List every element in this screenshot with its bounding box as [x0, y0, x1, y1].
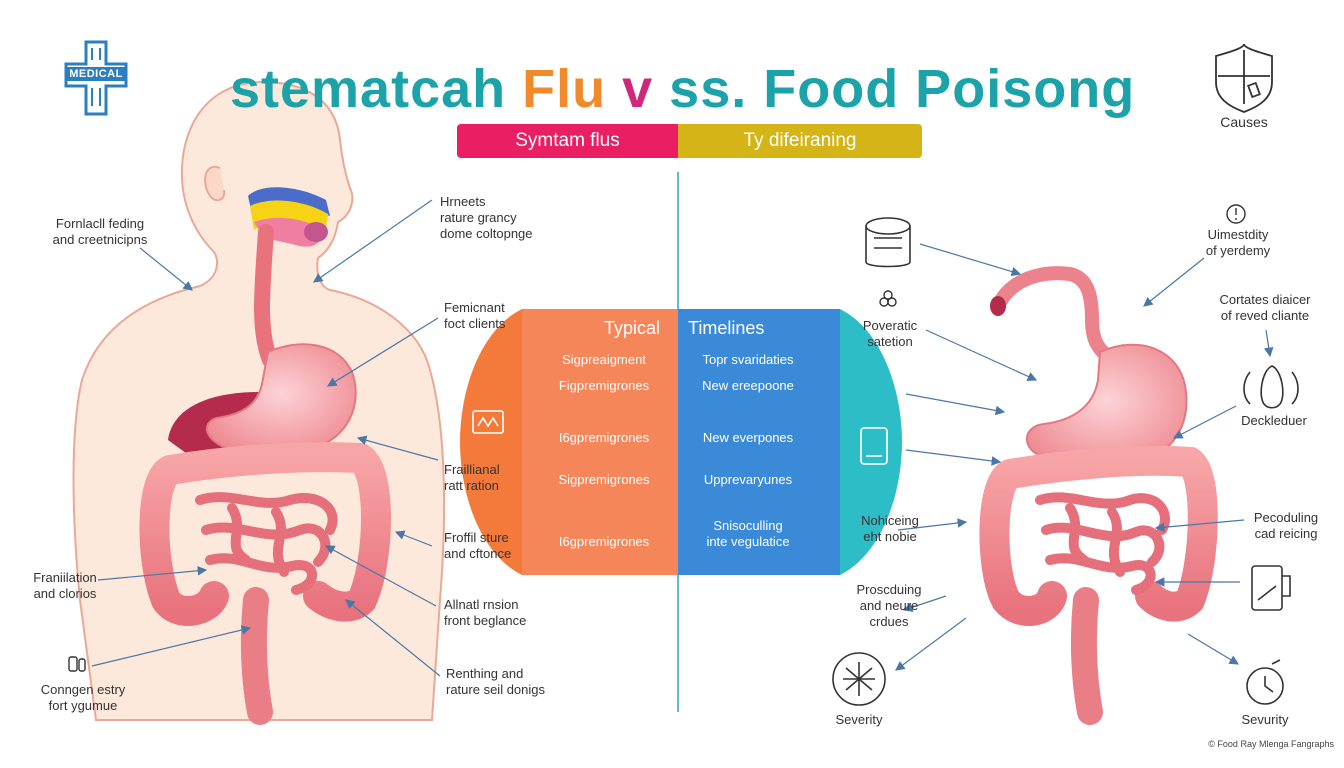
medical-cross-icon: [64, 40, 128, 116]
left-label-5: Froffil sture and cftonce: [444, 530, 512, 561]
esophagus-right: [991, 266, 1119, 367]
title-part-2: Flu: [522, 59, 607, 119]
panel-right-cap: [840, 309, 902, 575]
throat-tip-right: [990, 296, 1006, 316]
typical-cell-2: Figpremigrones: [558, 378, 650, 393]
typical-cell-1: Sigpreaigment: [562, 352, 646, 367]
shield-icon: [1215, 43, 1273, 113]
timeline-cell-1: Topr svaridaties: [702, 352, 794, 367]
monitor-icon: [472, 410, 504, 434]
panel-typical: [522, 309, 678, 575]
title-part-4: ss. Food Poisong: [669, 59, 1136, 119]
large-intestine-right: [979, 445, 1218, 626]
throat-layers: [248, 187, 330, 247]
panel-left-cap: [460, 309, 522, 575]
right-label-4: Deckleduer: [1241, 413, 1307, 428]
causes-label: Causes: [1220, 114, 1268, 130]
timeline-cell-3: New everpones: [702, 430, 794, 445]
right-label-1: Uimestdity of yerdemy: [1205, 227, 1271, 258]
rectum-right: [1070, 587, 1103, 725]
rectum-left: [240, 587, 273, 725]
small-intestine-right: [1035, 492, 1170, 595]
panel-header-timelines: Timelines: [688, 318, 765, 338]
cluster-icon: [879, 290, 897, 307]
germ-icon: [832, 652, 886, 706]
tab-symptoms[interactable]: Symtam flus: [457, 124, 678, 158]
image-credit: © Food Ray Mlenga Fangraphs: [1208, 739, 1334, 749]
alert-icon: [1226, 204, 1246, 224]
esophagus: [254, 224, 278, 368]
right-arrows: [895, 243, 1274, 671]
typical-cell-3: I6gpremigrones: [558, 430, 650, 445]
page-title: stematcah Flu v ss. Food Poisong: [230, 58, 1170, 120]
left-label-3: Femicnant foct clients: [444, 300, 506, 331]
medical-logo: MEDICAL: [64, 40, 128, 116]
right-label-2: Cortates diaicer of reved cliante: [1219, 292, 1311, 323]
title-part-1: stematcah: [230, 59, 523, 119]
panel-timelines: [678, 309, 840, 575]
left-label-6: Franiilation and clorios: [33, 570, 97, 601]
pear-icon: [1243, 365, 1299, 409]
left-label-7: Allnatl rnsion front beglance: [444, 597, 527, 628]
right-label-9: Sevurity: [1241, 712, 1289, 727]
right-label-6: Pecoduling cad reicing: [1253, 510, 1319, 541]
tab-differing[interactable]: Ty difeiraning: [678, 124, 922, 158]
timeline-cell-5: Snisoculling inte vegulatice: [706, 518, 790, 549]
ear-shape: [204, 165, 226, 202]
right-label-7: Proscduing and neure crdues: [856, 582, 922, 629]
right-label-8: Severity: [835, 712, 883, 727]
left-label-8: Conngen estry fort ygumue: [40, 682, 126, 713]
clock-icon: [1246, 659, 1284, 705]
small-intestine-left: [195, 492, 338, 595]
typical-cell-5: I6gpremigrones: [558, 534, 650, 549]
right-label-3: Poveratic satetion: [862, 318, 918, 349]
blender-icon: [1251, 565, 1291, 611]
medical-logo-text: MEDICAL: [69, 68, 123, 80]
left-label-1: Fornlacll feding and creetnicipns: [52, 216, 148, 247]
panel-header-typical: Typical: [604, 318, 661, 338]
left-label-4: Fraillianal ratt ration: [444, 462, 500, 493]
timeline-cell-4: Upprevaryunes: [703, 472, 793, 487]
timeline-cell-2: New ereepoone: [702, 378, 794, 393]
typical-cell-4: Sigpremigrones: [558, 472, 650, 487]
right-label-5: Nohiceing eht nobie: [861, 513, 919, 544]
left-label-9: Renthing and rature seil donigs: [446, 666, 545, 697]
database-icon: [865, 217, 911, 268]
device-icon: [860, 427, 888, 465]
left-arrows: [91, 199, 441, 677]
small-device-icon: [68, 656, 86, 672]
title-part-3: v: [606, 59, 670, 119]
left-label-2: Hrneets rature grancy dome coltopnge: [440, 194, 533, 241]
